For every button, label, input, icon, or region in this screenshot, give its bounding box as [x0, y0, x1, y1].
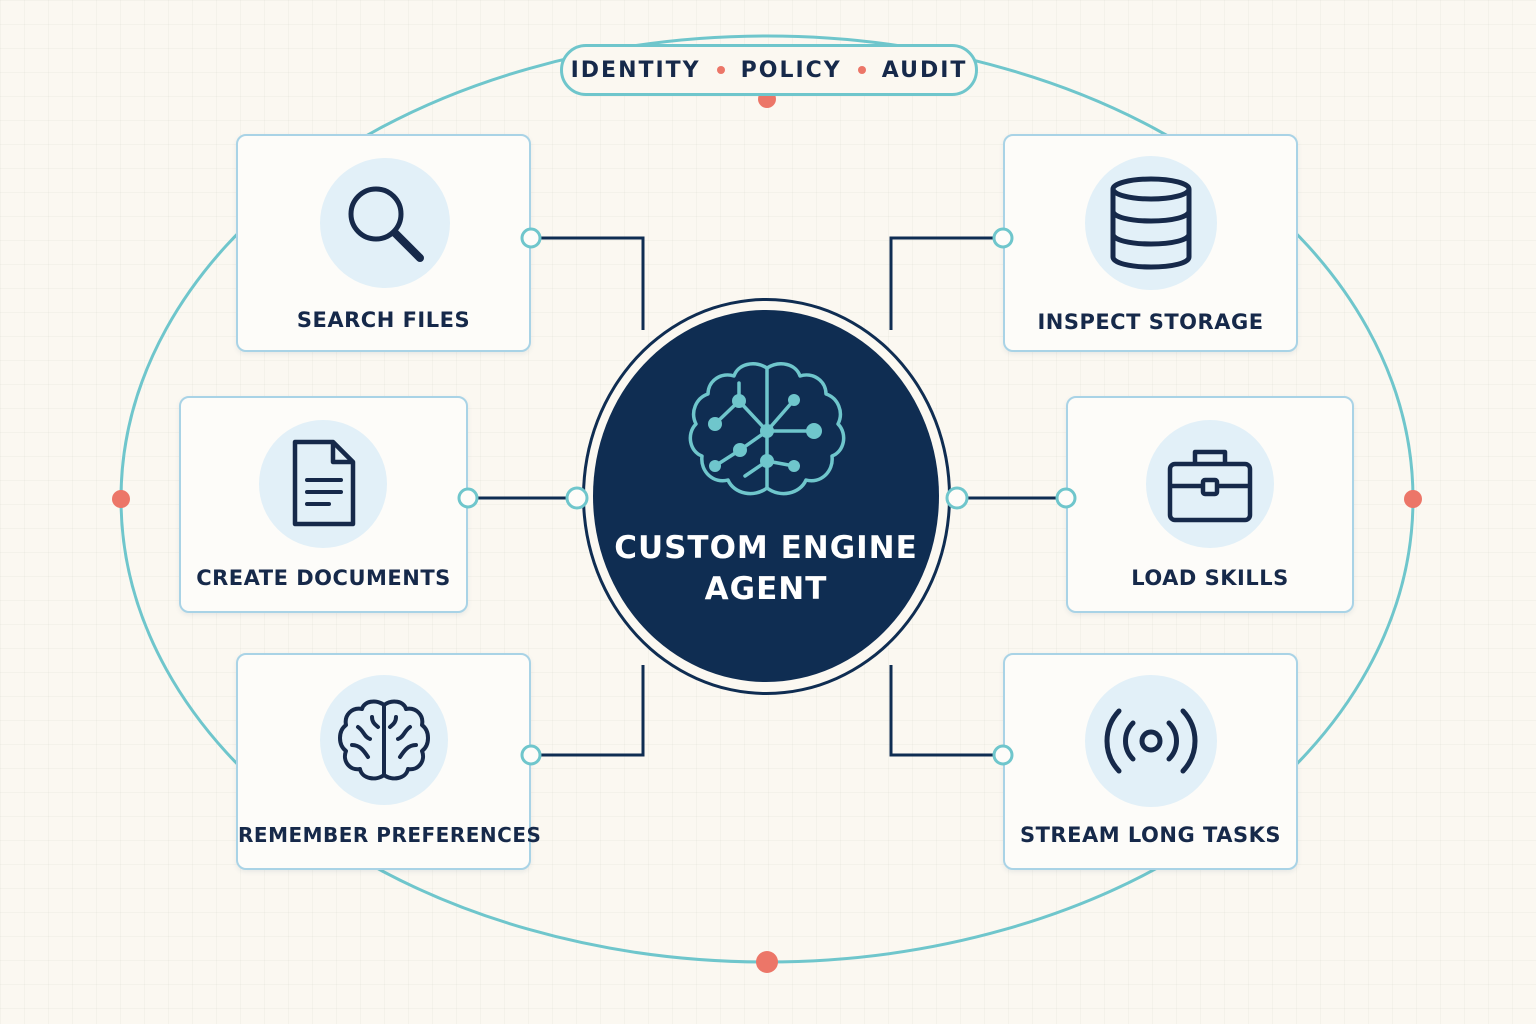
- card-load-skills[interactable]: LOAD SKILLS: [1066, 396, 1354, 613]
- brain-network-icon: [688, 362, 846, 496]
- agent-title-line2: AGENT: [704, 571, 828, 607]
- audit-label: AUDIT: [881, 57, 968, 83]
- connector-search-files: [531, 236, 645, 330]
- governance-pill: IDENTITY POLICY AUDIT: [560, 44, 978, 96]
- remember-preferences-icon-bg: [320, 675, 448, 805]
- identity-label: IDENTITY: [570, 57, 701, 83]
- stream-long-tasks-label: STREAM LONG TASKS: [1019, 823, 1281, 847]
- magnifier-icon: [348, 186, 424, 262]
- create-documents-icon-bg: [259, 420, 387, 548]
- briefcase-icon: [1167, 449, 1253, 523]
- search-files-label: SEARCH FILES: [296, 308, 471, 332]
- connector-stream-long-tasks: [889, 665, 1003, 757]
- database-icon: [1110, 176, 1192, 270]
- load-skills-icon-bg: [1146, 420, 1274, 548]
- broadcast-icon: [1104, 708, 1198, 774]
- card-create-documents[interactable]: CREATE DOCUMENTS: [179, 396, 468, 613]
- create-documents-label: CREATE DOCUMENTS: [196, 566, 451, 590]
- document-icon: [292, 439, 356, 527]
- connector-inspect-storage: [889, 236, 1003, 330]
- card-stream-long-tasks[interactable]: STREAM LONG TASKS: [1003, 653, 1298, 870]
- orbit-dot-left: [112, 490, 130, 508]
- brain-icon: [338, 699, 430, 781]
- card-remember-preferences[interactable]: REMEMBER PREFERENCES: [236, 653, 542, 870]
- agent-title-line1: CUSTOM ENGINE: [614, 530, 918, 566]
- policy-label: POLICY: [740, 57, 842, 83]
- orbit-dot-right: [1404, 490, 1422, 508]
- card-inspect-storage[interactable]: INSPECT STORAGE: [1003, 134, 1298, 352]
- stream-long-tasks-icon-bg: [1085, 675, 1217, 807]
- inspect-storage-label: INSPECT STORAGE: [1037, 310, 1264, 334]
- agent-title: CUSTOM ENGINE AGENT: [593, 528, 939, 610]
- connector-remember-preferences: [531, 665, 645, 757]
- remember-preferences-label: REMEMBER PREFERENCES: [238, 823, 542, 847]
- orbit-dot-bottom: [756, 951, 778, 973]
- load-skills-label: LOAD SKILLS: [1131, 566, 1289, 590]
- separator-dot: [857, 66, 866, 74]
- search-files-icon-bg: [320, 158, 450, 288]
- card-search-files[interactable]: SEARCH FILES: [236, 134, 531, 352]
- inspect-storage-icon-bg: [1085, 156, 1217, 290]
- separator-dot: [716, 66, 725, 74]
